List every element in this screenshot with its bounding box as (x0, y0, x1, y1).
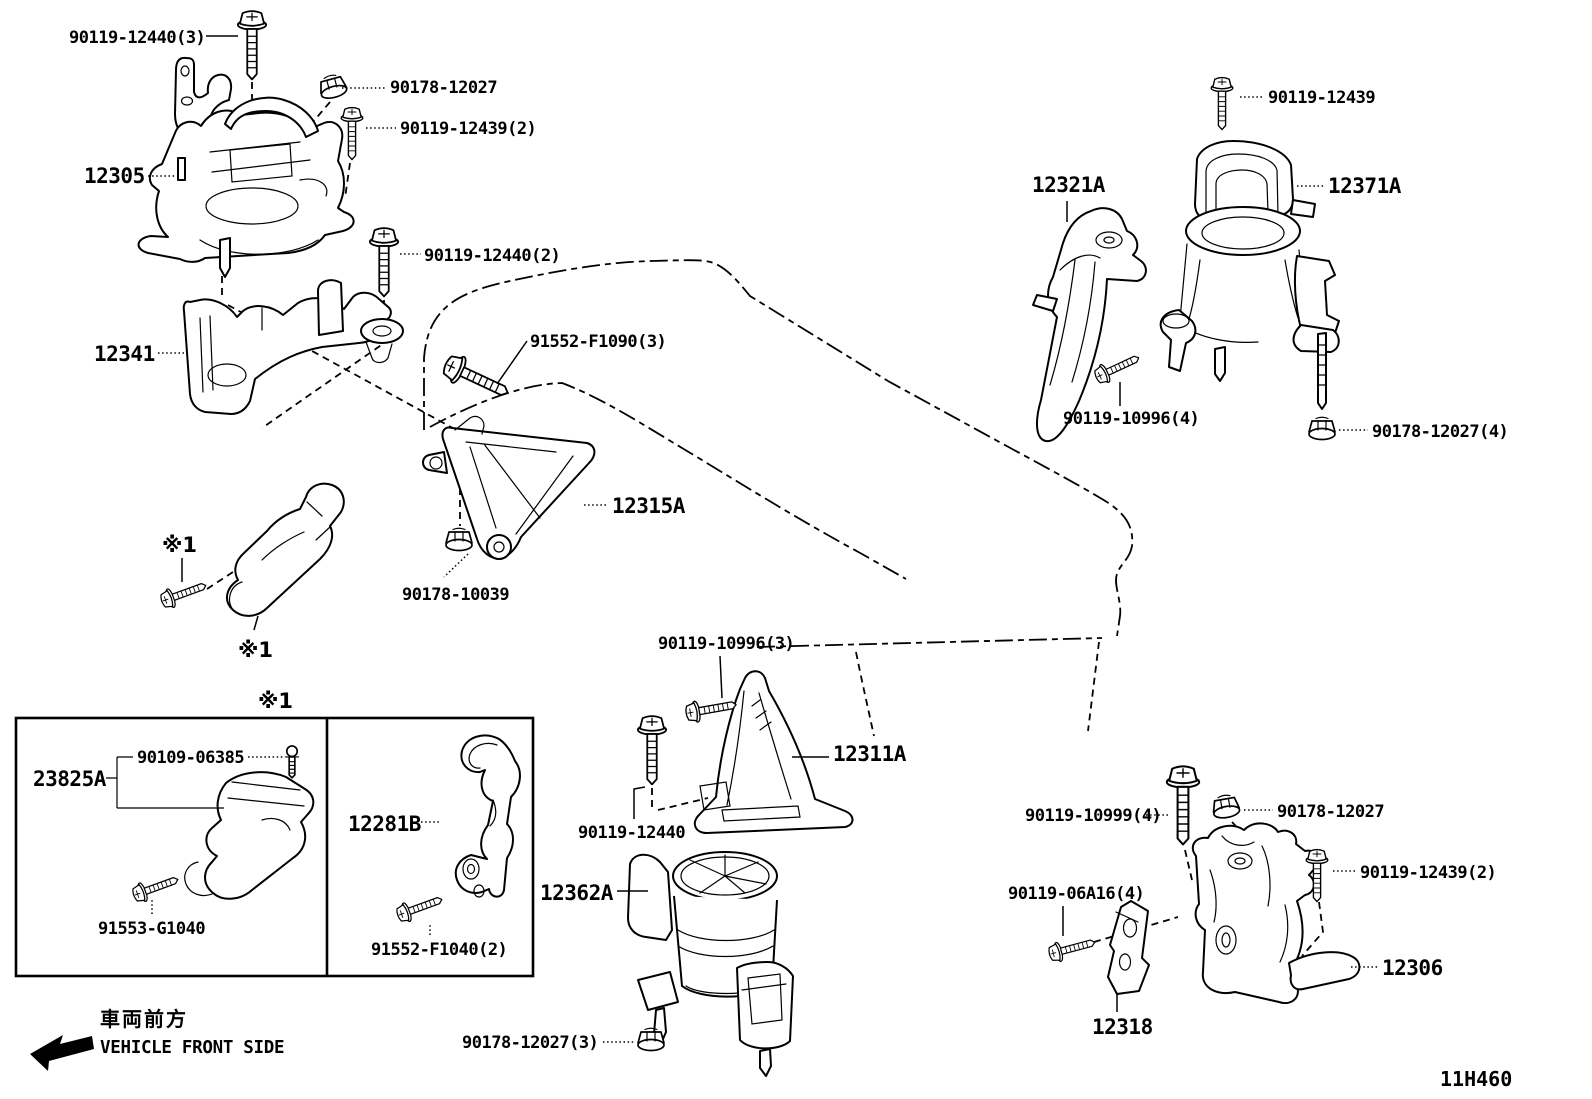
bolt-icon-91553-g1040 (129, 869, 182, 906)
label-90119-12439-2-br: 90119-12439(2) (1360, 863, 1496, 883)
label-91553-g1040: 91553-G1040 (98, 919, 205, 939)
leader-lines (106, 35, 1378, 1043)
vehicle-front-marker: 車両前方 VEHICLE FRONT SIDE (30, 1007, 285, 1071)
label-90178-10039: 90178-10039 (402, 585, 509, 605)
bolt-icon-91552-f1090-3 (438, 350, 515, 407)
ref-marker-bolt: ※1 (162, 533, 197, 557)
part-12311a-bracket (693, 670, 854, 834)
label-90119-10996-3: 90119-10996(3) (658, 634, 794, 654)
label-90119-12439-tr: 90119-12439 (1268, 88, 1375, 108)
label-90119-12440-3: 90119-12440(3) (69, 28, 205, 48)
part-12306-insulator (1191, 822, 1361, 1004)
label-12318: 12318 (1092, 1015, 1153, 1039)
stud-icon-90109-06385 (284, 745, 300, 779)
bolt-icon-90119-12439-2-top (340, 106, 364, 161)
engine-outline-bottom (756, 637, 1103, 648)
engine-outline-drop-mid (855, 651, 875, 737)
label-12371a: 12371A (1328, 174, 1402, 198)
front-marker-jp: 車両前方 (100, 1007, 188, 1031)
label-90119-12440-2: 90119-12440(2) (424, 246, 560, 266)
drawing-code: 11H460 (1440, 1067, 1512, 1091)
label-91552-f1090-3: 91552-F1090(3) (530, 332, 666, 352)
label-12362a: 12362A (540, 881, 614, 905)
bolt-icon-90119-10999-4 (1165, 765, 1201, 846)
label-90109-06385: 90109-06385 (137, 748, 244, 768)
nut-icon-90178-12027-br (1210, 792, 1242, 821)
part-12305-insulator (137, 56, 355, 278)
label-23825a: 23825A (33, 767, 107, 791)
bolt-icon-90119-12439-tr (1210, 76, 1234, 131)
label-12305: 12305 (84, 164, 145, 188)
bolt-icon-ref1 (157, 575, 210, 612)
label-90178-12027-br: 90178-12027 (1277, 802, 1384, 822)
engine-outline-drop-right (1087, 641, 1100, 732)
bolt-icon-90119-06a16-4 (1046, 932, 1098, 965)
label-12311a: 12311A (833, 742, 907, 766)
label-91552-f1040-2: 91552-F1040(2) (371, 940, 507, 960)
label-90178-12027-4: 90178-12027(4) (1372, 422, 1508, 442)
label-12321a: 12321A (1032, 173, 1106, 197)
part-ref1-insulator (226, 482, 345, 617)
nut-icon-90178-12027-top (316, 71, 349, 102)
label-12315a: 12315A (612, 494, 686, 518)
label-90119-10996-4: 90119-10996(4) (1063, 409, 1199, 429)
bolt-icon-90119-12440-mid (636, 715, 668, 786)
part-12341-bracket (182, 279, 404, 415)
part-23825a-insulator (184, 771, 315, 900)
label-90119-06a16-4: 90119-06A16(4) (1008, 884, 1144, 904)
label-90178-12027-3: 90178-12027(3) (462, 1033, 598, 1053)
label-12281b: 12281B (348, 812, 421, 836)
bolt-icon-90119-10996-4 (1091, 348, 1144, 387)
ref-marker-box: ※1 (258, 689, 293, 713)
label-90178-12027-top: 90178-12027 (390, 78, 497, 98)
label-90119-12439-2-top: 90119-12439(2) (400, 119, 536, 139)
part-12321a-bracket (1032, 207, 1147, 443)
nut-icon-90178-12027-3 (637, 1027, 665, 1052)
ref-marker-insulator: ※1 (238, 638, 273, 662)
part-12318-plate (1107, 900, 1150, 995)
label-90119-12440-mid: 90119-12440 (578, 823, 685, 843)
nut-icon-90178-12027-4 (1308, 416, 1336, 441)
label-12341: 12341 (94, 342, 155, 366)
bolt-icon-91552-f1040-2 (393, 889, 446, 926)
bolt-icon-90119-12440-3 (236, 10, 268, 81)
front-direction-arrow-icon (30, 1035, 94, 1071)
part-12371a-insulator (1159, 140, 1340, 410)
label-90119-10999-4: 90119-10999(4) (1025, 806, 1161, 826)
part-12281b-hook-bracket (454, 734, 521, 898)
labels: 90119-12440(3) 90178-12027 90119-12439(2… (33, 28, 1512, 1091)
nut-icon-90178-10039 (445, 527, 473, 552)
label-12306: 12306 (1382, 956, 1443, 980)
bolt-icon-90119-12440-2 (368, 227, 400, 298)
ref1-parts-box (14, 716, 535, 978)
front-marker-en: VEHICLE FRONT SIDE (100, 1038, 284, 1058)
engine-outline-upper (423, 259, 1134, 637)
part-12315a-bracket (422, 415, 596, 560)
